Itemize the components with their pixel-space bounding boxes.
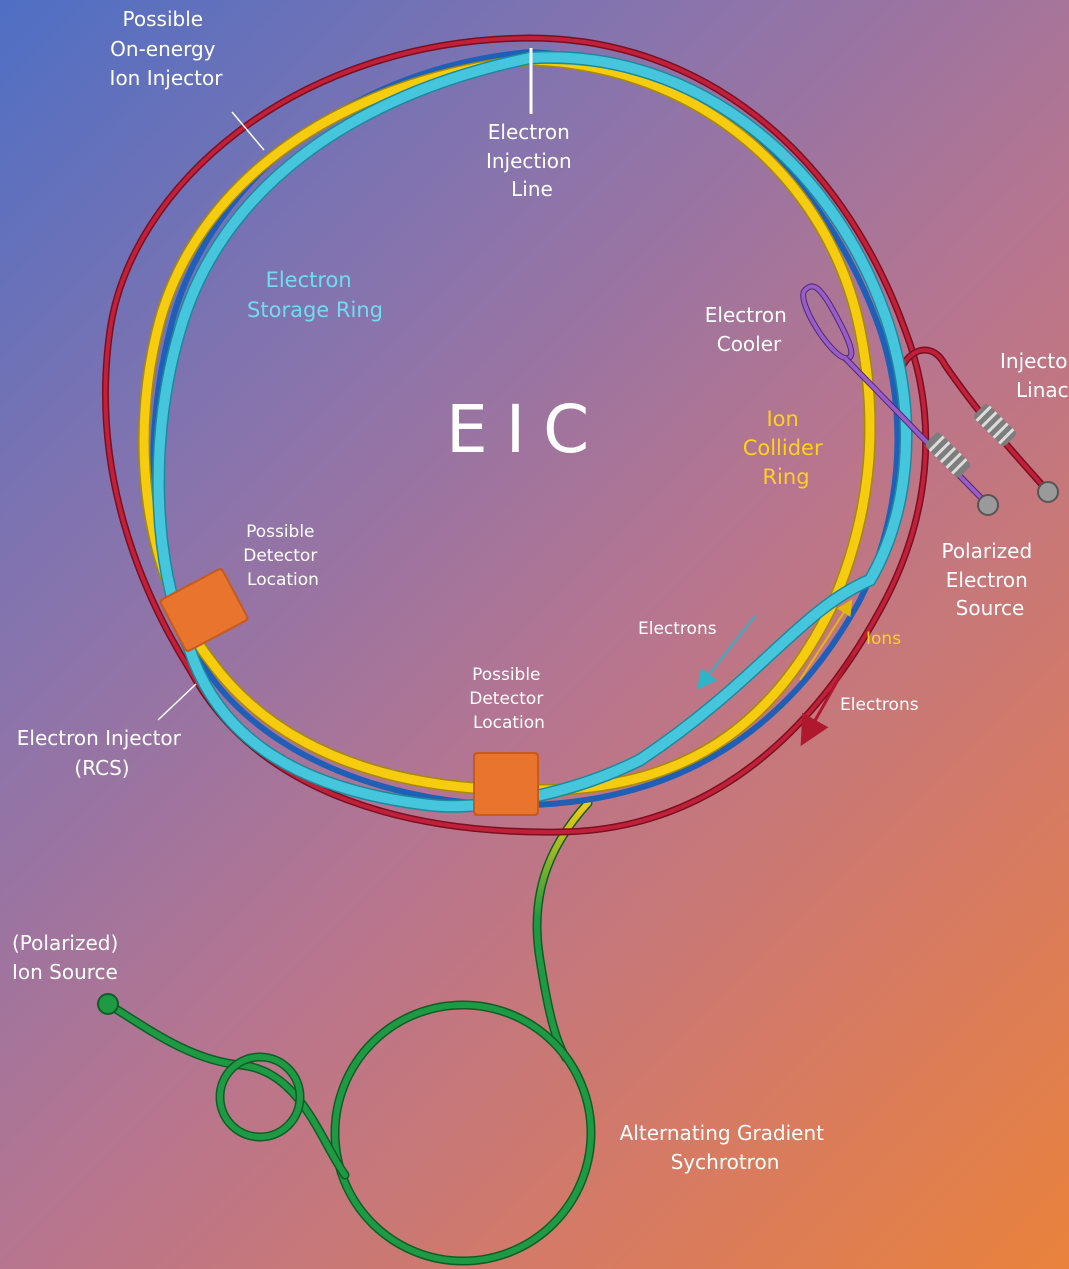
- detector-left-label: Possible Detector Location: [243, 522, 322, 590]
- detector-bottom-label: Possible Detector Location: [469, 665, 548, 733]
- electron-injection-line-label: Electron Injection Line: [486, 120, 578, 201]
- electron-storage-ring-label: Electron Storage Ring: [247, 268, 383, 322]
- linac-coil: [974, 404, 1016, 446]
- detector-left: [159, 568, 249, 652]
- electrons-inner-label: Electrons: [638, 619, 717, 639]
- cooler-coil: [925, 432, 971, 478]
- ion-collider-ring-label: Ion Collider Ring: [743, 407, 830, 489]
- diagram-title: EIC: [446, 391, 607, 468]
- ions-arrow: [799, 599, 853, 681]
- on-energy-injector-leader: [231, 111, 265, 151]
- injector-linac-label: Injector Linac: [1000, 349, 1069, 402]
- ags-label: Alternating Gradient Sychrotron: [620, 1121, 831, 1174]
- electron-cooler-label: Electron Cooler: [705, 303, 793, 356]
- polarized-electron-source-dot: [977, 494, 999, 516]
- ions-label: Ions: [866, 629, 901, 649]
- detector-bottom: [473, 752, 539, 816]
- rcs-leader: [157, 683, 197, 721]
- ion-source-label: (Polarized) Ion Source: [12, 931, 125, 984]
- electron-cooler: [800, 283, 991, 508]
- electrons-inner-arrow: [696, 615, 756, 690]
- on-energy-injector-label: Possible On-energy Ion Injector: [110, 7, 224, 90]
- electron-injector-rcs-label: Electron Injector (RCS): [17, 726, 187, 780]
- linac-source-dot: [1037, 481, 1059, 503]
- polarized-electron-source-label: Polarized Electron Source: [941, 539, 1038, 620]
- ion-source-dot: [97, 993, 119, 1015]
- electrons-outer-label: Electrons: [840, 695, 919, 715]
- electrons-outer-arrow: [800, 654, 854, 747]
